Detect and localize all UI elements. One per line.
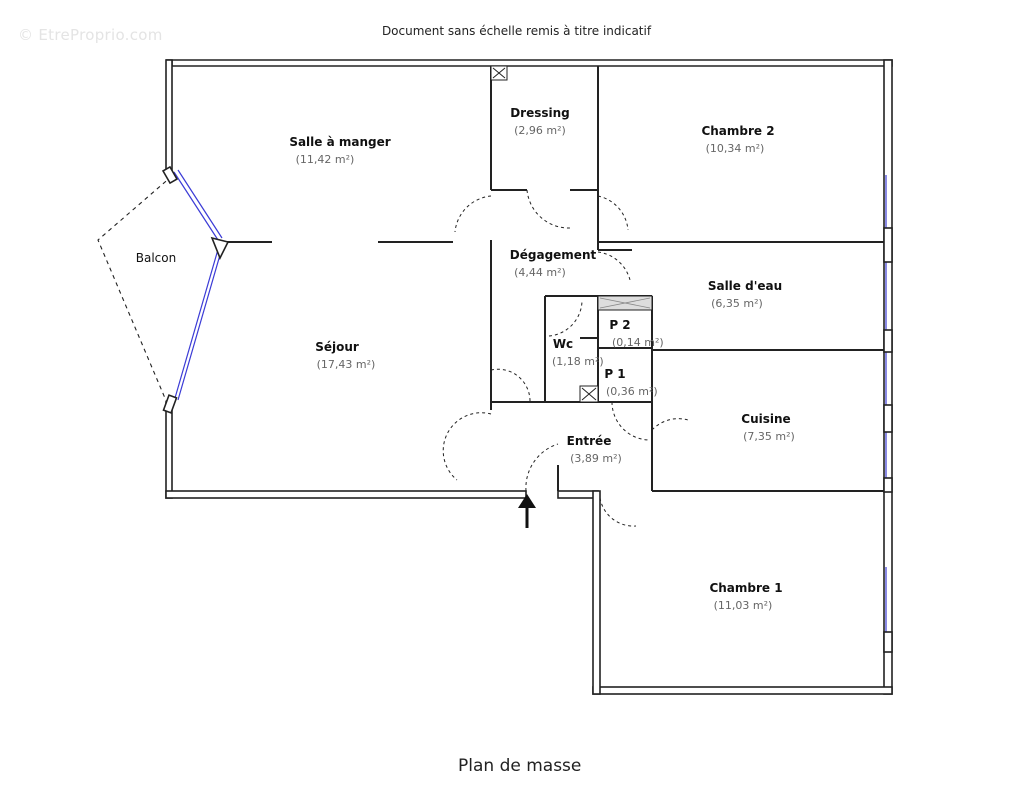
- watermark: © EtreProprio.com: [18, 26, 163, 44]
- room-name-degagement: Dégagement: [510, 248, 597, 262]
- door-chambre2: [597, 195, 629, 231]
- entrance-arrow-icon: [518, 494, 536, 528]
- wall-top-left: [166, 59, 893, 67]
- room-area-chambre-1: (11,03 m²): [714, 599, 773, 612]
- room-name-sejour: Séjour: [315, 340, 359, 354]
- windows: [173, 169, 887, 632]
- balcony-outline: [97, 175, 173, 411]
- room-area-cuisine: (7,35 m²): [743, 430, 795, 443]
- door-sejour-entree: [490, 368, 531, 403]
- balcony-window-jamb-top: [161, 165, 179, 185]
- room-name-entree: Entrée: [567, 434, 612, 448]
- room-area-p1: (0,36 m²): [606, 385, 658, 398]
- room-area-degagement: (4,44 m²): [514, 266, 566, 279]
- wall-left-upper: [165, 59, 173, 173]
- room-area-salle-d-eau: (6,35 m²): [711, 297, 763, 310]
- room-name-chambre-1: Chambre 1: [709, 581, 782, 595]
- balcony-pillar: [210, 236, 230, 260]
- room-area-entree: (3,89 m²): [570, 452, 622, 465]
- room-area-chambre-2: (10,34 m²): [706, 142, 765, 155]
- room-name-dressing: Dressing: [510, 106, 570, 120]
- interior-walls: [226, 66, 884, 492]
- room-name-salle-d-eau: Salle d'eau: [708, 279, 782, 293]
- room-name-balcon: Balcon: [136, 251, 176, 265]
- room-area-salle-a-manger: (11,42 m²): [296, 153, 355, 166]
- disclaimer-text: Document sans échelle remis à titre indi…: [381, 24, 652, 38]
- door-cuisine: [651, 418, 689, 431]
- door-entree-main: [525, 443, 559, 492]
- room-name-salle-a-manger: Salle à manger: [289, 135, 390, 149]
- wall-jambs: [883, 227, 893, 653]
- balcony-window-jamb-bottom: [162, 394, 178, 414]
- outer-walls: [165, 59, 893, 695]
- room-name-p1: P 1: [604, 367, 625, 381]
- room-area-sejour: (17,43 m²): [317, 358, 376, 371]
- wall-bottom-mid: [557, 490, 599, 499]
- wall-bottom-right: [592, 686, 893, 695]
- room-name-chambre-2: Chambre 2: [701, 124, 774, 138]
- room-labels: Salle à manger (11,42 m²) Séjour (17,43 …: [136, 106, 795, 612]
- door-p1: [611, 401, 651, 441]
- door-salle-eau: [597, 251, 631, 281]
- room-area-p2: (0,14 m²): [612, 336, 664, 349]
- room-name-p2: P 2: [609, 318, 630, 332]
- door-chambre1: [599, 497, 637, 527]
- plan-title: Plan de masse: [458, 756, 582, 776]
- room-area-wc: (1,18 m²): [552, 355, 604, 368]
- wall-bottom-left: [165, 490, 527, 499]
- wall-chambre1-left: [592, 490, 601, 695]
- wall-right: [883, 59, 893, 695]
- door-dressing: [526, 189, 571, 229]
- doors: [442, 189, 689, 527]
- window-balcon-top: [173, 171, 219, 241]
- wall-left-lower: [165, 401, 173, 499]
- door-sejour: [454, 195, 492, 233]
- vents: [490, 65, 653, 403]
- balcony: [97, 165, 230, 414]
- door-entree-sejour: [442, 412, 492, 481]
- room-name-wc: Wc: [553, 337, 573, 351]
- room-area-dressing: (2,96 m²): [514, 124, 566, 137]
- window-balcon: [174, 245, 220, 399]
- room-name-cuisine: Cuisine: [741, 412, 790, 426]
- door-wc: [548, 299, 583, 337]
